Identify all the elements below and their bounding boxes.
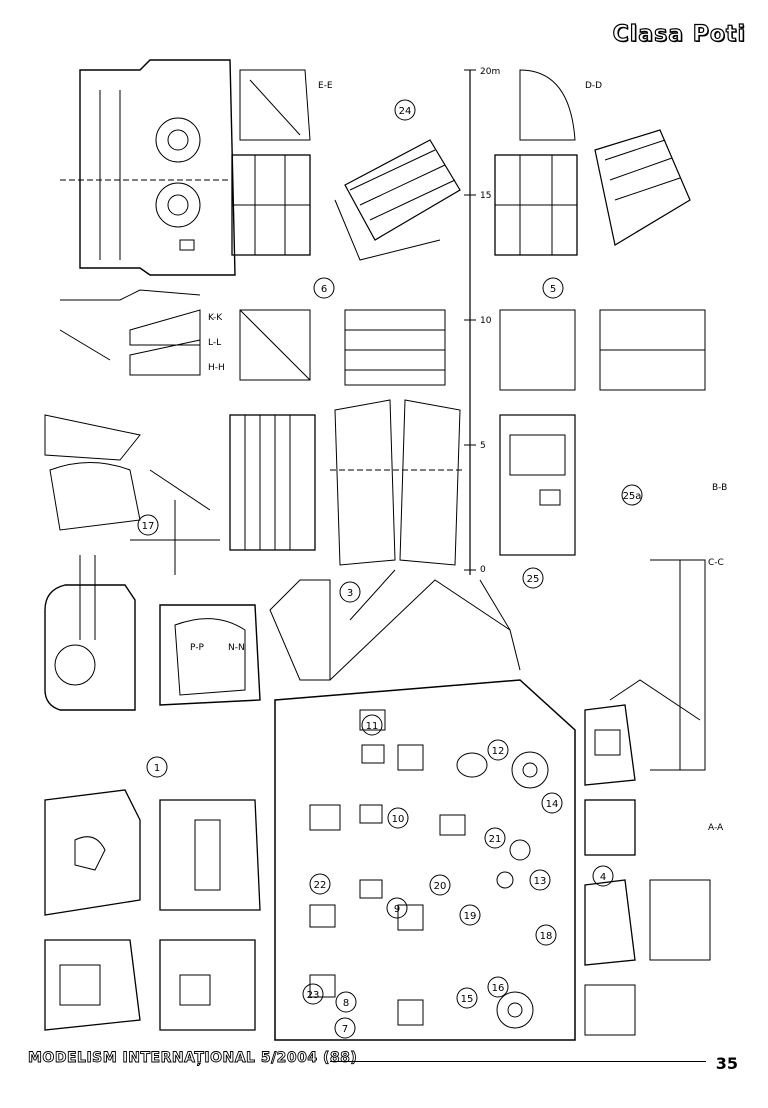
callout-number: 4 xyxy=(600,872,606,883)
scale-labels: 0 5 10 15 20m xyxy=(480,67,500,575)
callout-number: 10 xyxy=(392,814,405,825)
section-labels: E-E D-D C-C B-B A-A H-H L-L K-K P-P N-N xyxy=(190,81,727,833)
callout-number: 7 xyxy=(342,1024,348,1035)
callout-number: 22 xyxy=(314,880,327,891)
fittings-detail-panel xyxy=(274,679,576,1041)
callout-number: 5 xyxy=(550,284,556,295)
scale-tick-label: 15 xyxy=(480,191,491,201)
callout-number: 14 xyxy=(546,799,559,810)
callout-number: 25a xyxy=(623,491,642,502)
gun-turret-drawings xyxy=(44,555,261,1031)
ventilator-hatch-drawings xyxy=(494,69,706,556)
boat-ladder-drawings xyxy=(229,399,521,681)
ladder-hatch-drawings xyxy=(231,69,461,386)
callout-number: 24 xyxy=(399,106,412,117)
scale-tick-label: 20m xyxy=(480,67,500,77)
callout-number: 15 xyxy=(461,994,474,1005)
callout-number: 9 xyxy=(394,904,400,915)
publication-footer: MODELISM INTERNAȚIONAL 5/2004 (88) xyxy=(28,1050,358,1067)
callout-number: 16 xyxy=(492,983,505,994)
scale-tick-label: 5 xyxy=(480,441,486,451)
scale-tick-label: 10 xyxy=(480,316,492,326)
callout-number: 17 xyxy=(142,521,155,532)
section-label: H-H xyxy=(208,363,225,373)
callout-number: 13 xyxy=(534,876,547,887)
callout-number: 20 xyxy=(434,881,447,892)
callout-number: 8 xyxy=(343,998,349,1009)
footer-rule xyxy=(330,1061,706,1062)
callout-number: 25 xyxy=(527,574,540,585)
page-number: 35 xyxy=(715,1054,738,1073)
callout-number: 6 xyxy=(321,284,327,295)
callout-number: 21 xyxy=(489,834,502,845)
hull-deck-drawing xyxy=(59,59,236,376)
callout-number: 19 xyxy=(464,911,477,922)
callout-number: 12 xyxy=(492,746,505,757)
scale-tick-label: 0 xyxy=(480,565,486,575)
callout-number: 3 xyxy=(347,588,353,599)
page-title: Clasa Poti xyxy=(612,21,746,47)
section-label: L-L xyxy=(208,338,221,348)
anchor-drawing xyxy=(44,414,220,575)
callout-number: 18 xyxy=(540,931,553,942)
section-label: D-D xyxy=(585,81,602,91)
superstructure-details xyxy=(584,559,711,1036)
section-label: E-E xyxy=(318,81,333,91)
callout-number: 11 xyxy=(366,721,379,732)
section-label: K-K xyxy=(208,313,223,323)
callout-numbers: 1 3 4 5 6 7 8 9 10 11 12 13 14 15 16 17 … xyxy=(142,106,642,1035)
section-label: C-C xyxy=(708,558,724,568)
section-label: B-B xyxy=(712,483,727,493)
callout-number: 23 xyxy=(307,990,320,1001)
section-label: P-P xyxy=(190,643,204,653)
section-label: A-A xyxy=(708,823,724,833)
section-label: N-N xyxy=(228,643,245,653)
callout-circles xyxy=(137,99,643,1039)
callout-number: 1 xyxy=(154,763,160,774)
scale-bar xyxy=(464,69,476,575)
